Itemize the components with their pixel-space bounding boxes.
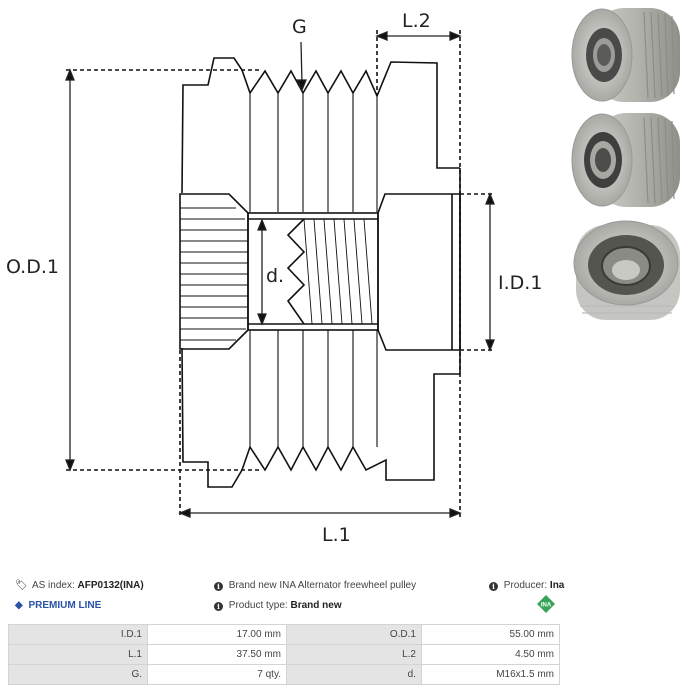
label-l1: L.1 — [322, 524, 351, 546]
premium-line-badge: ◆ PREMIUM LINE — [15, 600, 101, 611]
product-type-value: Brand new — [290, 600, 342, 611]
thread-profile — [286, 218, 306, 325]
svg-text:INA: INA — [541, 603, 552, 609]
spec-key: I.D.1 — [8, 624, 148, 645]
label-id1: I.D.1 — [498, 272, 542, 294]
as-index-value: AFP0132(INA) — [77, 580, 144, 591]
spec-value: 17.00 mm — [147, 624, 287, 645]
table-row: G. 7 qty. d. M16x1.5 mm — [8, 664, 560, 685]
spec-key: L.2 — [286, 644, 422, 665]
spec-value: 37.50 mm — [147, 644, 287, 665]
pulley-photo-front-splined — [571, 8, 680, 102]
description-text: Brand new INA Alternator freewheel pulle… — [228, 580, 417, 591]
spline-lines — [180, 207, 248, 341]
label-od1: O.D.1 — [6, 256, 59, 278]
label-groove: G — [292, 16, 307, 38]
pulley-photo-angled — [573, 220, 680, 320]
product-photos — [562, 0, 689, 320]
table-row: I.D.1 17.00 mm O.D.1 55.00 mm — [8, 624, 560, 645]
spec-key: d. — [286, 664, 422, 685]
diamond-icon: ◆ — [15, 600, 23, 611]
description-info: i Brand new INA Alternator freewheel pul… — [214, 580, 416, 591]
premium-line-label: PREMIUM LINE — [28, 600, 102, 611]
spec-key: L.1 — [8, 644, 148, 665]
spec-value: 4.50 mm — [421, 644, 560, 665]
left-flange-outline-bottom — [181, 347, 243, 488]
producer-value: Ina — [549, 580, 565, 591]
groove-pointer-line — [300, 41, 303, 85]
info-icon: i — [214, 582, 223, 591]
product-type-label: Product type: — [228, 600, 288, 611]
right-hub — [377, 193, 461, 351]
thread-lines — [303, 218, 373, 325]
pulley-photo-front-bearing — [571, 113, 680, 207]
spec-key: O.D.1 — [286, 624, 422, 645]
specification-table: I.D.1 17.00 mm O.D.1 55.00 mm L.1 37.50 … — [8, 624, 560, 685]
producer-label: Producer: — [503, 580, 548, 591]
label-d: d. — [266, 265, 284, 287]
spline-hub — [179, 193, 249, 350]
label-l2: L.2 — [402, 10, 431, 32]
info-icon: i — [214, 602, 223, 611]
spec-value: 55.00 mm — [421, 624, 560, 645]
groove-lines — [249, 93, 378, 447]
ina-logo-icon: INA — [537, 595, 555, 613]
product-type-info: i Product type: Brand new — [214, 600, 342, 611]
table-row: L.1 37.50 mm L.2 4.50 mm — [8, 644, 560, 665]
as-index-info: 🏷︎ AS index: AFP0132(INA) — [15, 580, 144, 591]
groove-profile-top — [241, 61, 460, 169]
spec-value: 7 qty. — [147, 664, 287, 685]
info-icon: i — [489, 582, 498, 591]
technical-drawing: G L.2 O.D.1 I.D.1 d. L.1 — [6, 10, 542, 546]
producer-info: i Producer: Ina — [489, 580, 564, 591]
left-flange-outline — [181, 57, 243, 194]
spec-key: G. — [8, 664, 148, 685]
as-index-label: AS index: — [31, 580, 75, 591]
spec-value: M16x1.5 mm — [421, 664, 560, 685]
tag-icon: 🏷︎ — [15, 580, 28, 591]
groove-profile-bottom — [241, 373, 460, 481]
